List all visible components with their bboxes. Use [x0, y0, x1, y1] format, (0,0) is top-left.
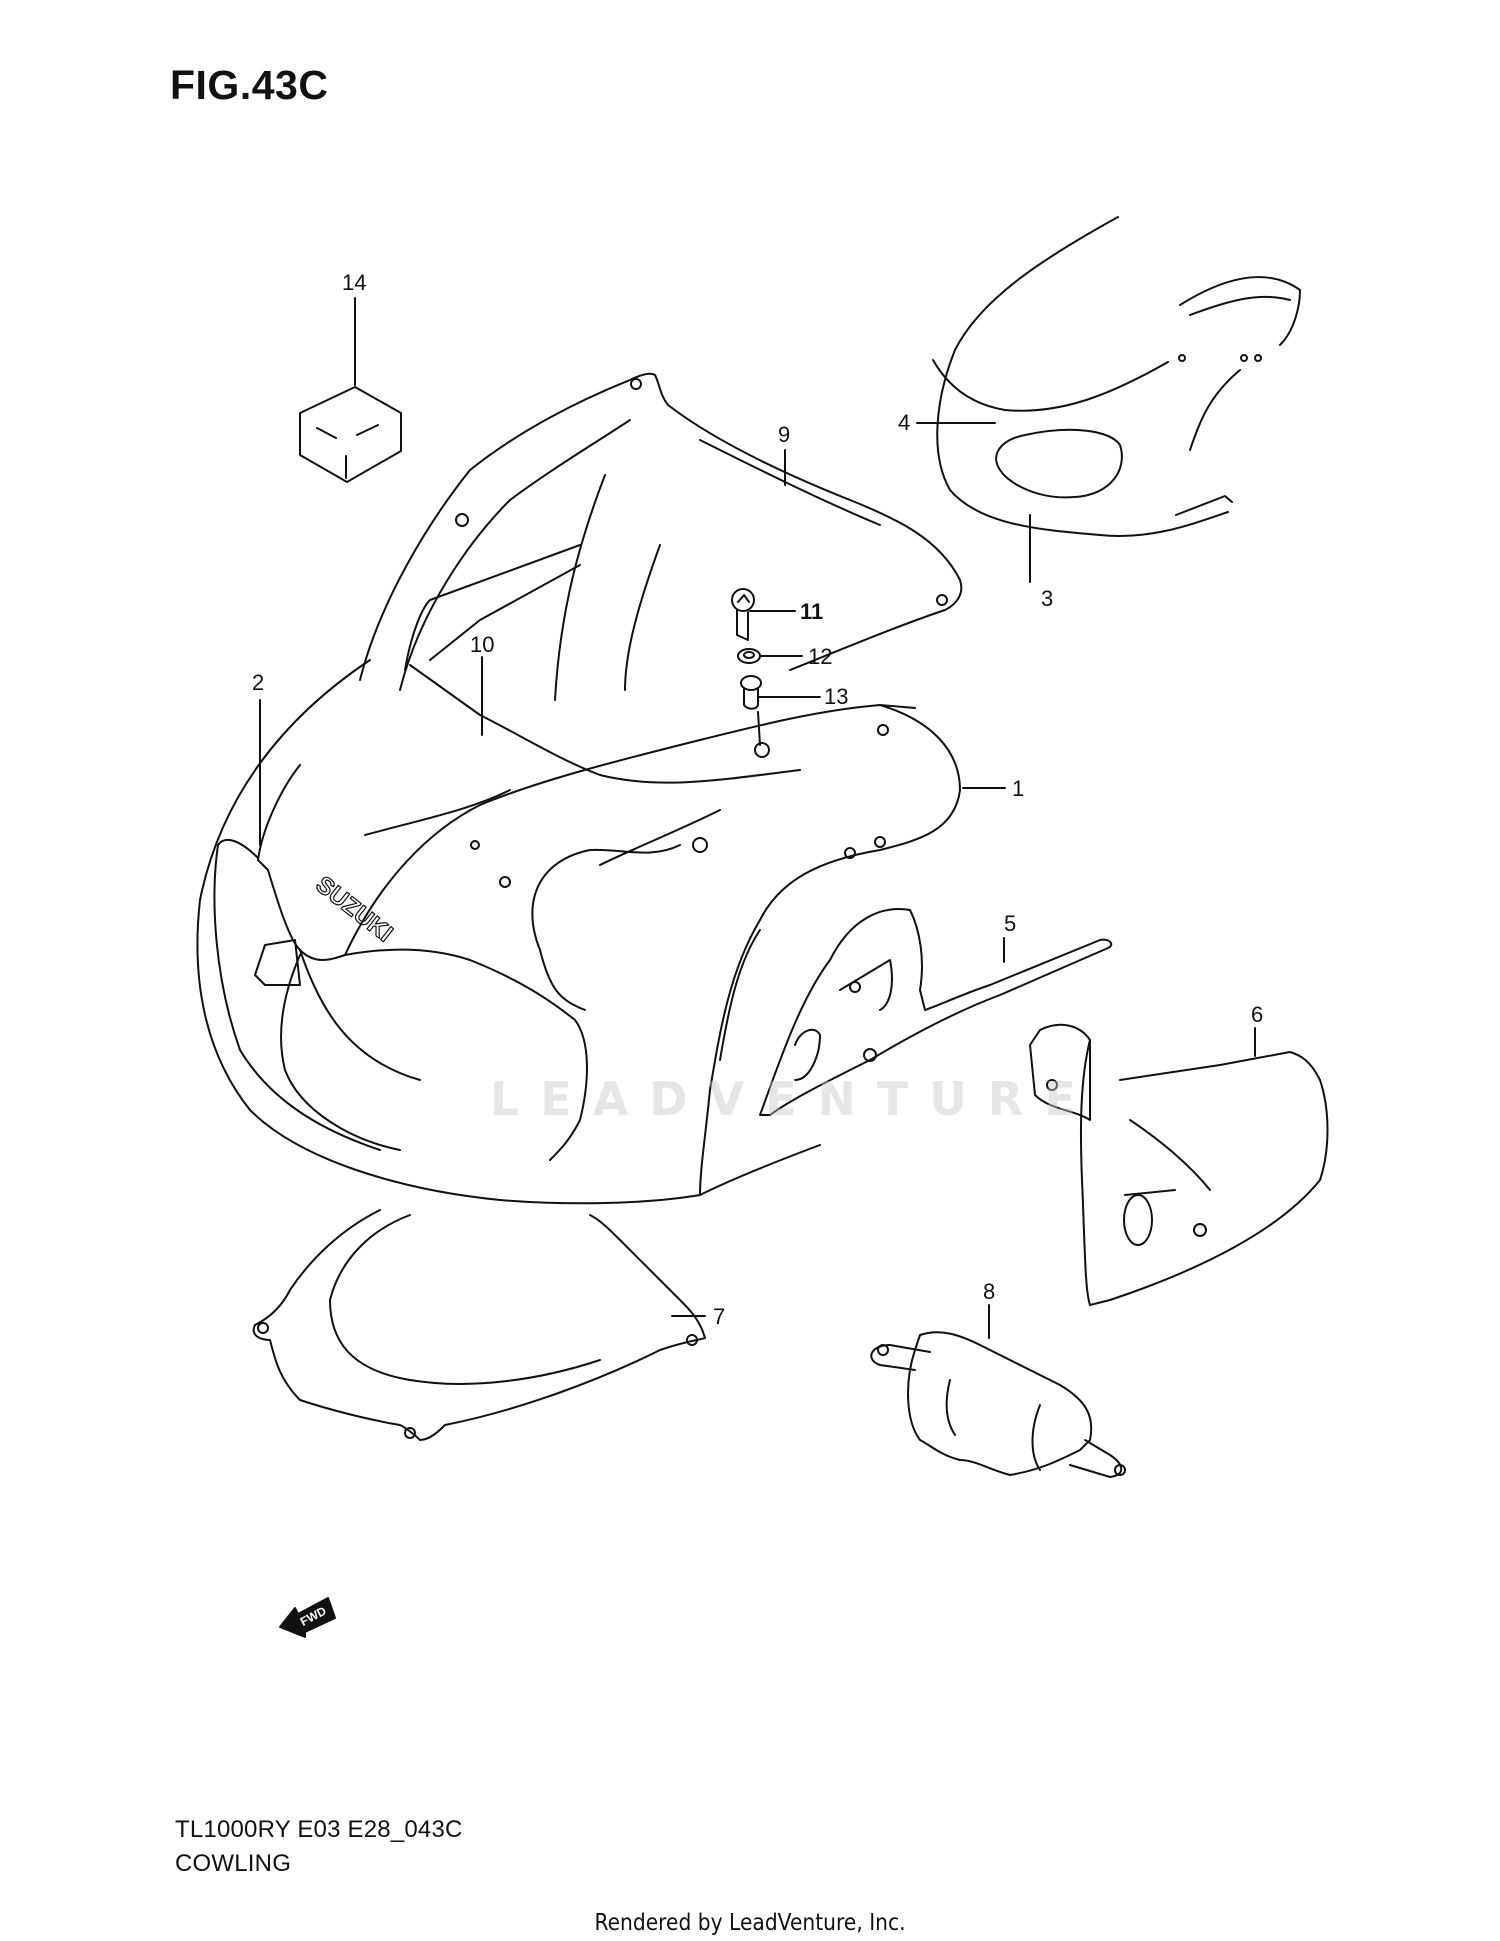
model-code: TL1000RY E03 E28_043C	[175, 1816, 463, 1843]
callout-9[interactable]: 9	[778, 422, 791, 447]
part-14-cushion-block[interactable]	[299, 297, 402, 483]
callout-3[interactable]: 3	[1041, 586, 1054, 611]
callout-8[interactable]: 8	[983, 1279, 996, 1304]
callout-6[interactable]: 6	[1251, 1002, 1264, 1027]
part-11-screw[interactable]	[731, 588, 796, 641]
callout-13[interactable]: 13	[824, 684, 849, 709]
part-3-cowling-small[interactable]	[916, 216, 1301, 583]
figure-title: FIG.43C	[170, 62, 329, 108]
callout-5[interactable]: 5	[1004, 911, 1017, 936]
callout-11[interactable]: 11	[800, 599, 824, 624]
callout-14[interactable]: 14	[342, 270, 367, 295]
part-1-cowling-right[interactable]	[344, 704, 1006, 1196]
part-12-washer[interactable]	[737, 648, 803, 664]
rendered-by-credit: Rendered by LeadVenture, Inc.	[594, 1910, 906, 1936]
callout-10[interactable]: 10	[470, 632, 495, 657]
part-6-inner-panel[interactable]	[1029, 1023, 1329, 1306]
part-8-bracket-cover[interactable]	[870, 1304, 1126, 1478]
part-7-under-cowling[interactable]	[252, 1209, 706, 1441]
section-name: COWLING	[175, 1850, 292, 1877]
callout-4[interactable]: 4	[898, 410, 911, 435]
callout-7[interactable]: 7	[713, 1304, 726, 1329]
part-2-cowling-left[interactable]	[196, 659, 701, 1205]
part-13-nut[interactable]	[740, 675, 821, 758]
fwd-arrow-icon: FWD	[279, 1597, 336, 1638]
part-5-inner-panel[interactable]	[759, 908, 1113, 1116]
callout-2[interactable]: 2	[252, 670, 265, 695]
callout-1[interactable]: 1	[1012, 776, 1025, 801]
part-9-windscreen[interactable]	[359, 372, 963, 701]
part-10-windscreen-trim[interactable]	[404, 544, 801, 784]
callout-12[interactable]: 12	[808, 644, 833, 669]
